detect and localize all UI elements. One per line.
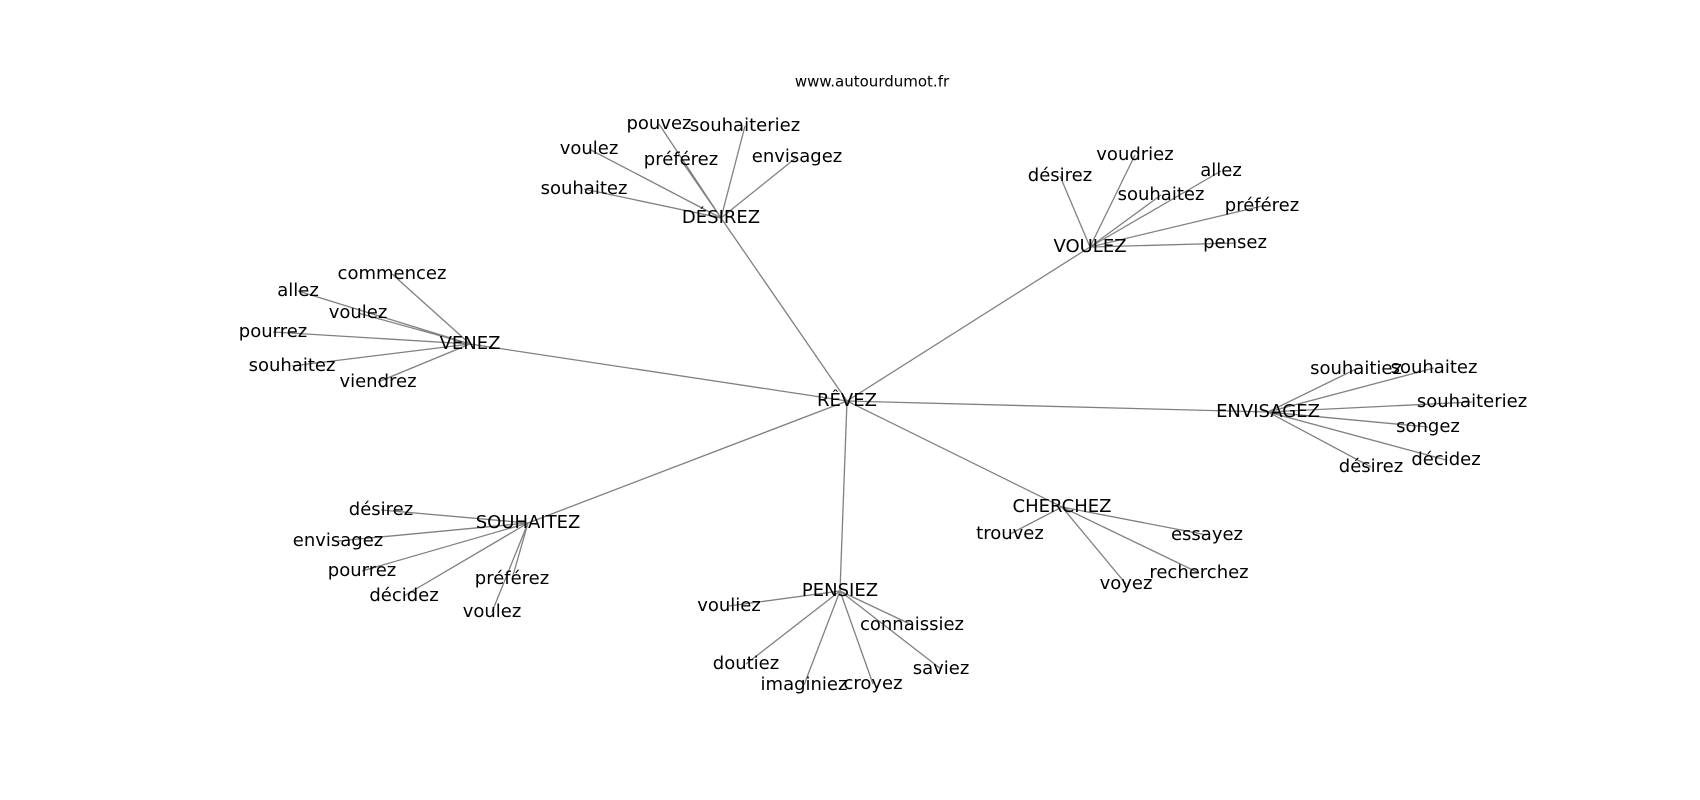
leaf-node-label: pensez — [1203, 232, 1267, 253]
leaf-node-label: voulez — [463, 601, 522, 622]
edge-voulez-1-voudriez-0 — [1089, 154, 1136, 248]
edge-cherchez-5-recherchez-2 — [1061, 506, 1200, 574]
edge-cherchez-5-trouvez-0 — [1009, 506, 1063, 535]
leaf-node-label: souhaitiez — [1310, 358, 1402, 379]
edge-desirez-0-souhaiteriez-1 — [720, 125, 746, 219]
edge-cherchez-5-voyez-3 — [1061, 506, 1127, 585]
leaf-node-label: allez — [1200, 160, 1242, 181]
edge-voulez-1-preferez-4 — [1089, 205, 1263, 248]
edge-voulez-1-pensez-5 — [1089, 242, 1236, 248]
edge-voulez-1-allez-2 — [1089, 170, 1222, 248]
leaf-node-label: pourrez — [239, 321, 307, 342]
root-node-label: RÊVEZ — [817, 389, 877, 411]
edge-desirez-0-souhaitez-5 — [583, 188, 722, 219]
hub-node-label: ENVISAGEZ — [1216, 401, 1320, 422]
hub-node-label: DÉSIREZ — [682, 206, 760, 228]
edge-envisagez-3-souhaiteriez-2 — [1267, 401, 1473, 413]
leaf-node-label: essayez — [1171, 524, 1243, 545]
edge-root-venez-2 — [469, 343, 848, 402]
leaf-node-label: désirez — [1028, 165, 1092, 186]
leaf-node-label: envisagez — [293, 530, 384, 551]
edge-root-desirez-0 — [720, 217, 848, 402]
edge-layer — [272, 123, 1473, 686]
edge-root-voulez-1 — [846, 246, 1091, 402]
leaf-node-label: croyez — [843, 673, 902, 694]
leaf-node-label: connaissiez — [860, 614, 964, 635]
leaf-node-label: désirez — [349, 499, 413, 520]
edge-root-cherchez-5 — [846, 400, 1063, 508]
leaf-node-label: préférez — [644, 149, 718, 170]
edge-venez-2-commencez-0 — [391, 273, 471, 345]
edge-venez-2-pourrez-3 — [272, 331, 471, 345]
edge-souhaitez-4-preferez-3 — [511, 522, 529, 580]
edge-pensiez-6-saviez-3 — [839, 590, 942, 670]
edge-pensiez-6-vouliez-0 — [728, 590, 841, 607]
edge-pensiez-6-doutiez-2 — [745, 590, 841, 665]
edge-root-envisagez-3 — [846, 400, 1269, 413]
edge-desirez-0-preferez-3 — [680, 159, 722, 219]
edge-root-souhaitez-4 — [527, 400, 848, 524]
edge-souhaitez-4-pourrez-2 — [361, 522, 529, 572]
edge-pensiez-6-connaissiez-1 — [839, 590, 913, 626]
leaf-node-label: viendrez — [339, 371, 416, 392]
leaf-node-label: voulez — [560, 138, 619, 159]
leaf-node-label: recherchez — [1149, 562, 1248, 583]
label-layer: www.autourdumot.fr RÊVEZDÉSIREZpouvezsou… — [239, 73, 1527, 696]
edge-venez-2-souhaitez-4 — [291, 343, 471, 367]
leaf-node-label: allez — [277, 280, 319, 301]
edge-envisagez-3-souhaitez-1 — [1267, 367, 1435, 413]
edge-envisagez-3-souhaitiez-0 — [1267, 368, 1357, 413]
edge-souhaitez-4-desirez-0 — [380, 509, 529, 524]
leaf-node-label: souhaiteriez — [1417, 391, 1527, 412]
edge-venez-2-voulez-2 — [357, 312, 471, 345]
hub-node-label: VOULEZ — [1053, 236, 1126, 257]
edge-desirez-0-envisagez-4 — [720, 156, 798, 219]
leaf-node-label: imaginiez — [761, 674, 848, 695]
edge-envisagez-3-songez-3 — [1267, 411, 1429, 428]
hub-node-label: VENEZ — [440, 333, 501, 354]
edge-souhaitez-4-voulez-5 — [491, 522, 529, 613]
hub-node-label: CHERCHEZ — [1013, 496, 1112, 517]
edge-souhaitez-4-decidez-4 — [403, 522, 529, 597]
leaf-node-label: songez — [1396, 416, 1460, 437]
edge-souhaitez-4-envisagez-1 — [337, 522, 529, 542]
edge-pensiez-6-imaginiez-4 — [803, 590, 841, 686]
leaf-node-label: doutiez — [713, 653, 779, 674]
edge-voulez-1-desirez-1 — [1059, 175, 1091, 248]
leaf-node-label: voulez — [329, 302, 388, 323]
leaf-node-label: souhaitez — [1391, 357, 1478, 378]
leaf-node-label: préférez — [475, 568, 549, 589]
edge-cherchez-5-essayez-1 — [1061, 506, 1208, 536]
edge-envisagez-3-decidez-4 — [1267, 411, 1447, 461]
edge-voulez-1-souhaitez-3 — [1089, 194, 1162, 248]
leaf-node-label: saviez — [913, 658, 970, 679]
leaf-node-label: désirez — [1339, 456, 1403, 477]
leaf-node-label: commencez — [338, 263, 447, 284]
leaf-node-label: souhaitez — [249, 355, 336, 376]
leaf-node-label: voyez — [1100, 573, 1153, 594]
edge-venez-2-viendrez-5 — [377, 343, 471, 383]
leaf-node-label: préférez — [1225, 195, 1299, 216]
edge-envisagez-3-desirez-5 — [1267, 411, 1372, 468]
leaf-node-label: envisagez — [752, 146, 843, 167]
leaf-node-label: souhaitez — [541, 178, 628, 199]
leaf-node-label: souhaiteriez — [690, 115, 800, 136]
hub-node-label: PENSIEZ — [802, 580, 878, 601]
edge-pensiez-6-croyez-5 — [839, 590, 874, 685]
leaf-node-label: vouliez — [697, 595, 761, 616]
hub-node-label: SOUHAITEZ — [476, 512, 581, 533]
leaf-node-label: décidez — [1411, 449, 1480, 470]
source-label[interactable]: www.autourdumot.fr — [795, 73, 950, 91]
edge-desirez-0-voulez-2 — [588, 148, 722, 219]
leaf-node-label: souhaitez — [1118, 184, 1205, 205]
edge-venez-2-allez-1 — [297, 290, 471, 345]
leaf-node-label: trouvez — [976, 523, 1044, 544]
edge-root-pensiez-6 — [839, 400, 848, 592]
leaf-node-label: pouvez — [626, 113, 691, 134]
leaf-node-label: décidez — [369, 585, 438, 606]
leaf-node-label: pourrez — [328, 560, 396, 581]
leaf-node-label: voudriez — [1096, 144, 1173, 165]
